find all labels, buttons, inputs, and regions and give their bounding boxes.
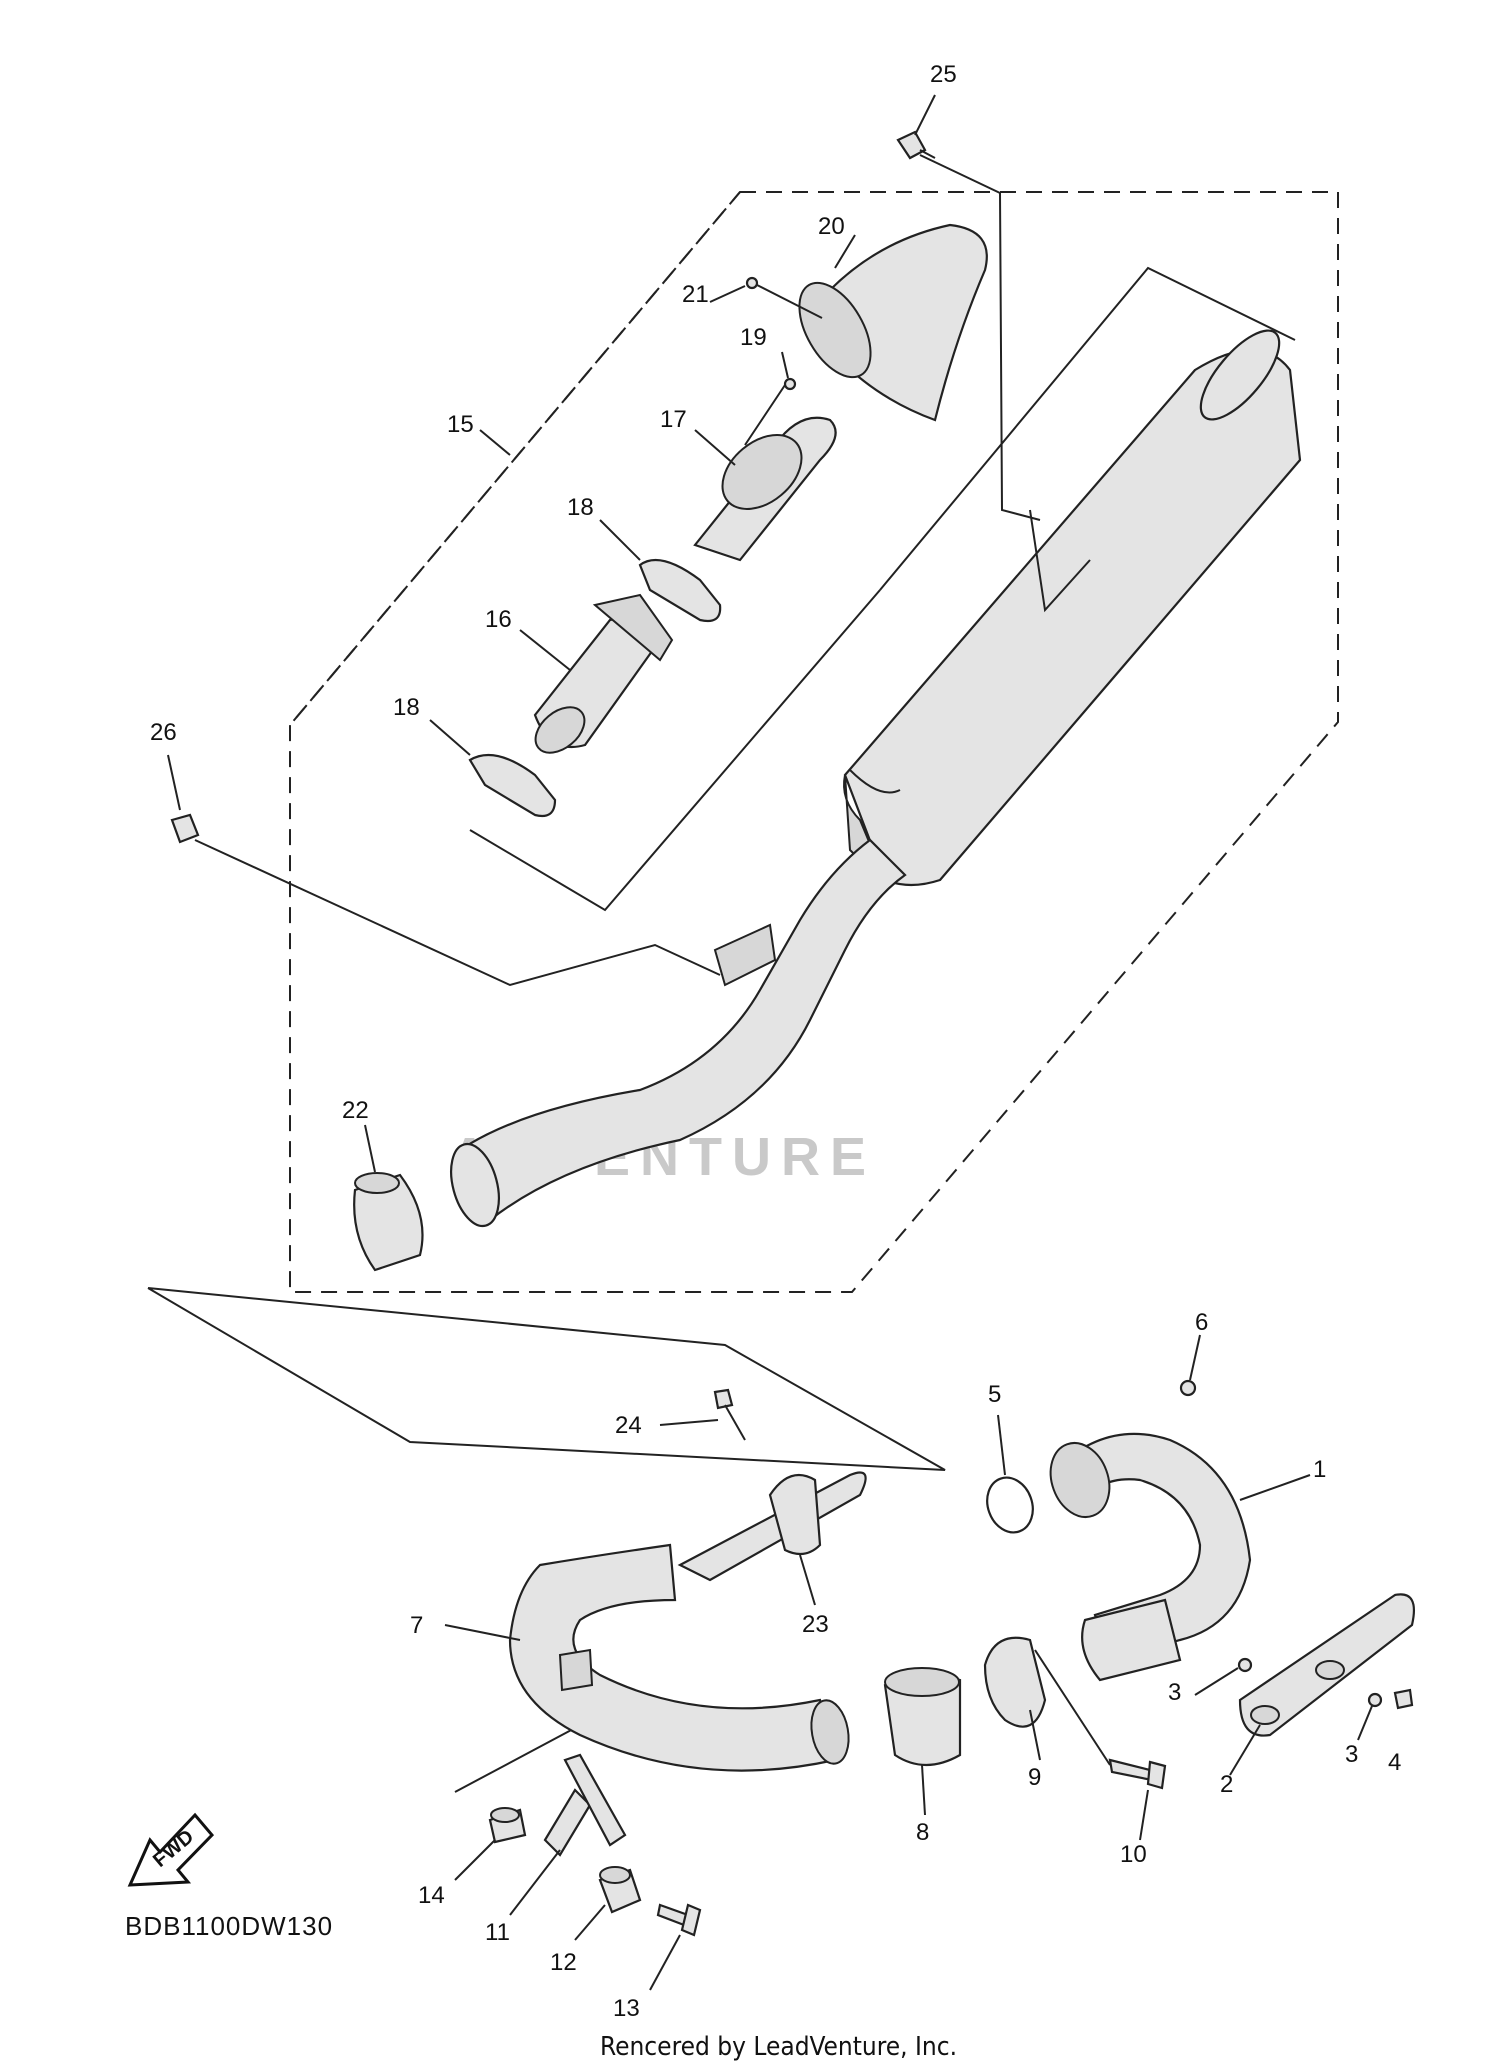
- callout-3b: 3: [1345, 1741, 1358, 1768]
- callout-10: 10: [1120, 1841, 1147, 1868]
- callout-5: 5: [988, 1381, 1001, 1408]
- callout-15: 15: [447, 411, 474, 438]
- callout-1: 1: [1313, 1456, 1326, 1483]
- callout-23: 23: [802, 1611, 829, 1638]
- label-15-leader: [479, 429, 511, 456]
- nut-6-leader: [1189, 1334, 1201, 1381]
- gasket-18-upper: [638, 558, 722, 623]
- bolt-4: [1393, 1688, 1414, 1710]
- exhaust-pipe-7-leader: [444, 1624, 521, 1641]
- callout-17: 17: [660, 406, 687, 433]
- bolt-10-leader: [1139, 1789, 1149, 1841]
- washer-3b: [1367, 1692, 1383, 1708]
- gasket-18-lower-leader: [429, 719, 471, 756]
- callout-19: 19: [740, 324, 767, 351]
- callout-7: 7: [410, 1612, 423, 1639]
- exhaust-pipe-1: [1049, 1432, 1252, 1682]
- bracket-23-leader: [799, 1554, 816, 1606]
- fwd-arrow-icon: FWD: [127, 1812, 215, 1887]
- collar-12-leader: [574, 1904, 606, 1941]
- bolt-13: [656, 1903, 702, 1937]
- callout-6: 6: [1195, 1309, 1208, 1336]
- collar-12: [598, 1866, 642, 1914]
- bolt-24: [713, 1388, 746, 1441]
- sleeve-8-leader: [921, 1764, 926, 1816]
- bolt-24-leader: [659, 1419, 719, 1426]
- spark-arrestor-leader: [694, 429, 736, 466]
- protector-2-leader: [1229, 1724, 1261, 1776]
- callout-labels: 1 2 3 3 4 5 6 7 8 9 10 11 12 13 14 15 16…: [150, 61, 1401, 2022]
- callout-24: 24: [615, 1412, 642, 1439]
- exhaust-pipe-7: [508, 1543, 850, 1772]
- bolt-14-leader: [454, 1839, 496, 1881]
- end-cap-bracket-line: [469, 589, 881, 912]
- silencer-insert-leader: [519, 629, 571, 671]
- muffler-bracket-line: [879, 266, 1296, 591]
- callout-11: 11: [485, 1919, 510, 1946]
- callout-9: 9: [1028, 1764, 1041, 1791]
- bolt-25-leader: [919, 154, 1041, 521]
- footer-credit: Rencered by LeadVenture, Inc.: [600, 2032, 957, 2062]
- bolt-26-label-leader: [167, 754, 181, 811]
- bolt-26-leader: [194, 839, 721, 987]
- clamp-9: [983, 1636, 1047, 1728]
- callout-20: 20: [818, 213, 845, 240]
- bolt-25: [896, 130, 936, 160]
- screw-21: [745, 276, 759, 290]
- callout-18b: 18: [393, 694, 420, 721]
- nut-6: [1179, 1379, 1197, 1397]
- bolt-25-label-leader: [914, 94, 936, 136]
- bolt-13-leader: [649, 1934, 681, 1991]
- callout-2: 2: [1220, 1771, 1233, 1798]
- gasket-18-lower: [468, 753, 557, 818]
- callout-22: 22: [342, 1097, 369, 1124]
- gasket-ring-5: [986, 1476, 1034, 1534]
- callout-13: 13: [613, 1995, 640, 2022]
- gasket-ring-5-leader: [997, 1414, 1006, 1476]
- end-cap: [798, 223, 988, 422]
- gasket-sleeve-22: [353, 1172, 424, 1272]
- callout-18a: 18: [567, 494, 594, 521]
- pipe-group-line: [147, 1287, 946, 1471]
- callout-12: 12: [550, 1949, 577, 1976]
- gasket-18-upper-leader: [599, 519, 641, 561]
- clamp-9-leader: [1029, 1709, 1041, 1761]
- silencer-insert: [533, 593, 674, 754]
- callout-3a: 3: [1168, 1679, 1181, 1706]
- protector-2: [1238, 1593, 1416, 1737]
- bracket-23: [677, 1471, 867, 1582]
- damper-11: [543, 1753, 627, 1857]
- washer-3a: [1237, 1657, 1253, 1673]
- bolt-14: [488, 1807, 527, 1844]
- callout-4: 4: [1388, 1749, 1401, 1776]
- screw-19-leader: [781, 351, 789, 379]
- screw-21-leader: [709, 285, 746, 303]
- end-cap-kit-outline: [289, 191, 741, 726]
- bolt-26: [170, 813, 200, 844]
- muffler-assembly-outline: [289, 191, 1339, 1293]
- bolt-10: [1108, 1758, 1167, 1790]
- callout-16: 16: [485, 606, 512, 633]
- end-cap-leader: [834, 234, 856, 269]
- muffler-inlet-pipe: [450, 838, 907, 1228]
- spark-arrestor: [693, 416, 837, 562]
- washer-3a-leader: [1194, 1667, 1239, 1696]
- damper-11-leader: [509, 1849, 561, 1916]
- sleeve-8: [883, 1667, 962, 1766]
- callout-26: 26: [150, 719, 177, 746]
- callout-8: 8: [916, 1819, 929, 1846]
- washer-3b-leader: [1357, 1705, 1373, 1741]
- exhaust-pipe-1-leader: [1239, 1474, 1311, 1501]
- diagram-code: BDB1100DW130: [125, 1911, 333, 1941]
- callout-14: 14: [418, 1882, 445, 1909]
- gasket-sleeve-22-leader: [364, 1124, 376, 1173]
- screw-19: [783, 377, 797, 391]
- callout-21: 21: [682, 281, 709, 308]
- callout-25: 25: [930, 61, 957, 88]
